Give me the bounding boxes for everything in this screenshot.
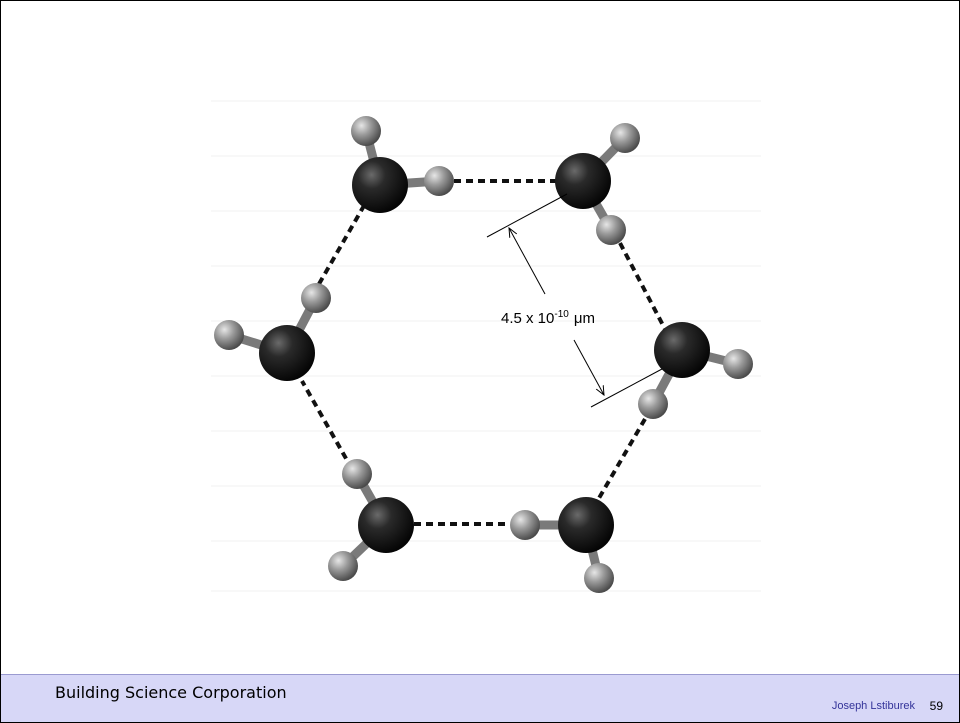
- hydrogen-bond: [618, 242, 668, 332]
- dimension-annotation: [486, 193, 663, 408]
- hydrogen-atom: [214, 320, 244, 350]
- hydrogen-atom: [596, 215, 626, 245]
- oxygen-atoms: [259, 153, 710, 553]
- hydrogen-atom: [510, 510, 540, 540]
- oxygen-atom: [352, 157, 408, 213]
- hydrogen-atom: [584, 563, 614, 593]
- oxygen-atom: [558, 497, 614, 553]
- hydrogen-atom: [610, 123, 640, 153]
- oxygen-atom: [358, 497, 414, 553]
- oxygen-atom: [555, 153, 611, 209]
- footer-bar: Building Science Corporation Joseph Lsti…: [1, 674, 959, 722]
- hydrogen-bonds: [300, 179, 668, 526]
- hydrogen-bond: [300, 380, 354, 470]
- page-number: 59: [929, 699, 943, 713]
- hydrogen-atom: [638, 389, 668, 419]
- author-name: Joseph Lstiburek: [831, 700, 915, 712]
- hydrogen-atom: [328, 551, 358, 581]
- hydrogen-atom: [301, 283, 331, 313]
- dimension-arrow: [509, 228, 546, 295]
- hydrogen-atom: [351, 116, 381, 146]
- extension-line-bottom: [590, 368, 663, 408]
- oxygen-atom: [654, 322, 710, 378]
- hydrogen-bond: [317, 196, 371, 285]
- hydrogen-atom: [424, 166, 454, 196]
- extension-line-top: [486, 193, 568, 238]
- company-name: Building Science Corporation: [55, 683, 287, 702]
- hydrogen-atoms: [214, 116, 753, 593]
- hydrogen-atom: [342, 459, 372, 489]
- hydrogen-bond: [593, 417, 647, 507]
- dimension-arrow: [573, 339, 604, 395]
- oxygen-atom: [259, 325, 315, 381]
- hydrogen-atom: [723, 349, 753, 379]
